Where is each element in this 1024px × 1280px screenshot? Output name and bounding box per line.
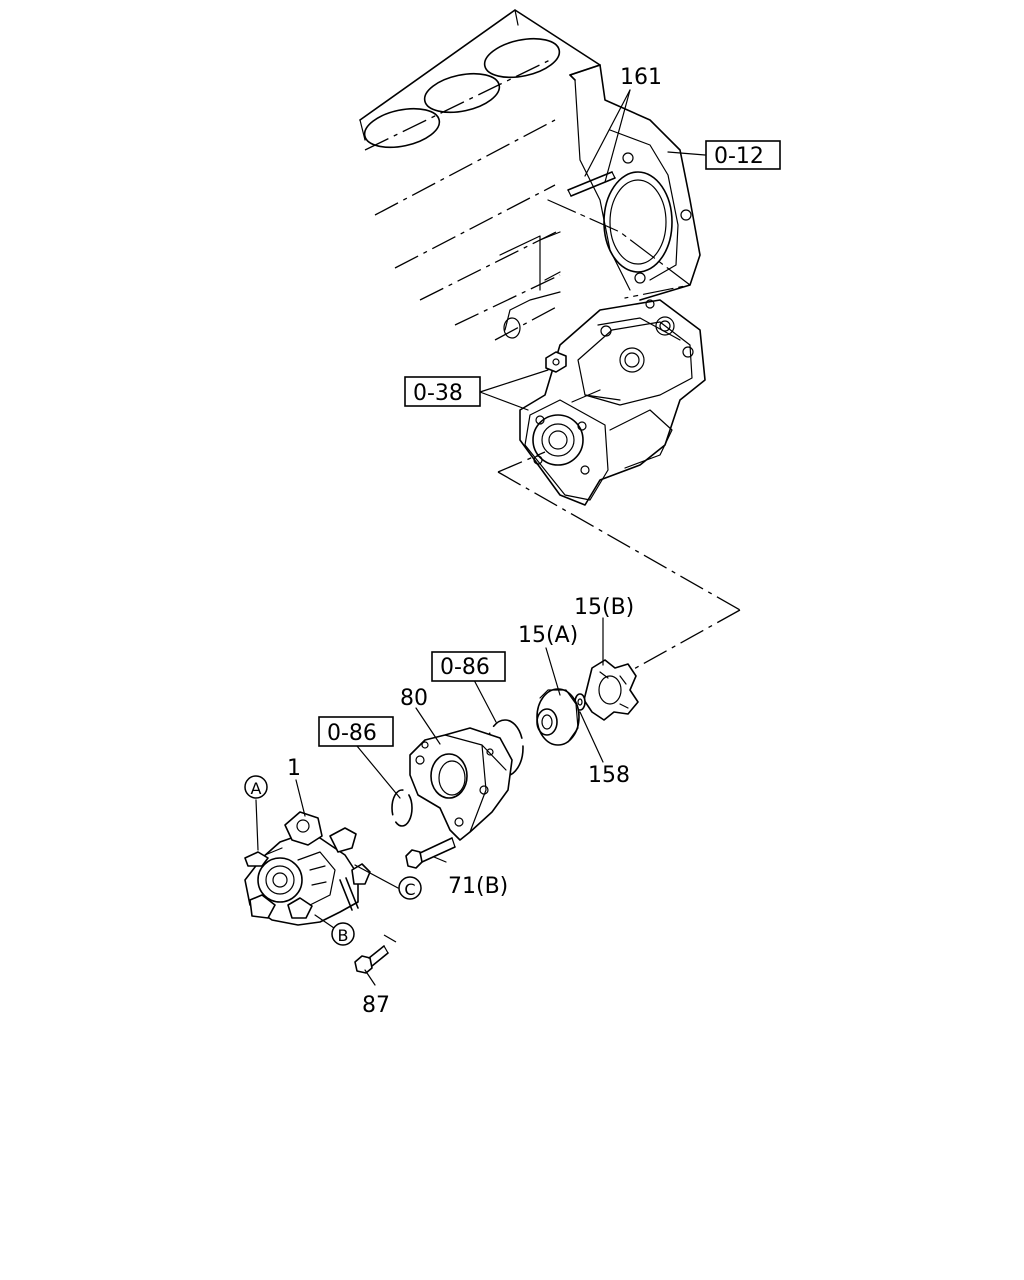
bolt-71b-drawing bbox=[405, 837, 456, 869]
ref-box-0-86-left bbox=[318, 716, 394, 747]
label-15b: 15(B) bbox=[574, 595, 634, 620]
label-87: 87 bbox=[362, 993, 390, 1018]
ref-box-0-38 bbox=[404, 376, 481, 407]
supply-pump-drawing bbox=[244, 811, 371, 926]
label-15a: 15(A) bbox=[518, 623, 578, 648]
ref-box-0-86-top bbox=[431, 651, 506, 682]
circle-marker-a bbox=[244, 775, 268, 799]
ref-0-86-top: 0-86 bbox=[440, 655, 490, 680]
bolt-87-drawing bbox=[354, 945, 389, 974]
air-compressor-drawing bbox=[519, 299, 706, 506]
marker-c: C bbox=[404, 880, 415, 899]
marker-a: A bbox=[251, 779, 262, 798]
coupling-15b-drawing bbox=[583, 659, 639, 721]
bracket-80-drawing bbox=[409, 727, 513, 841]
label-161: 161 bbox=[620, 65, 662, 90]
label-158: 158 bbox=[588, 763, 630, 788]
ref-0-86-left: 0-86 bbox=[327, 721, 377, 746]
label-80: 80 bbox=[400, 686, 428, 711]
circle-marker-c bbox=[398, 876, 422, 900]
ref-0-12: 0-12 bbox=[714, 144, 764, 169]
label-71b: 71(B) bbox=[448, 874, 508, 899]
leader-lines bbox=[255, 89, 741, 986]
ref-0-38: 0-38 bbox=[413, 381, 463, 406]
marker-b: B bbox=[338, 926, 349, 945]
o-ring-left-drawing bbox=[391, 789, 413, 827]
ref-box-0-12 bbox=[705, 140, 781, 170]
label-1: 1 bbox=[287, 756, 301, 781]
coupling-15a-drawing bbox=[536, 688, 580, 746]
part-labels: 161 0-12 0-38 15(B) 15(A) 0-86 80 0-86 1… bbox=[244, 65, 781, 1018]
circle-marker-b bbox=[331, 922, 355, 946]
engine-block-drawing bbox=[359, 9, 701, 341]
